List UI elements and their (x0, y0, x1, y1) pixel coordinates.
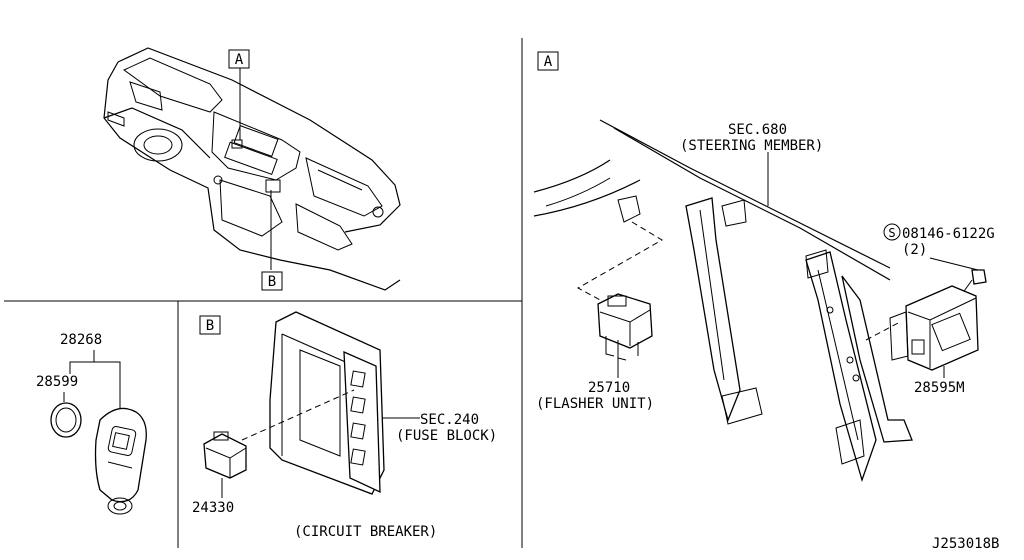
callout-box-a-panel (537, 51, 559, 71)
control-module-illustration (889, 285, 979, 371)
callout-a-dash: A (235, 52, 244, 68)
bolt-part-number: 08146-6122G (902, 226, 995, 242)
breaker-part-number: 24330 (192, 500, 234, 516)
flasher-name: (FLASHER UNIT) (536, 396, 654, 412)
bolt-illustration (961, 269, 987, 295)
steering-member-name: (STEERING MEMBER) (680, 138, 823, 154)
battery-illustration (50, 402, 82, 438)
flasher-part-number: 25710 (588, 380, 630, 396)
callout-box-b-panel (199, 315, 221, 335)
keyfob-leader (93, 350, 121, 408)
flasher-install-path (576, 221, 663, 303)
module-install-path (865, 321, 901, 341)
module-part-number: 28595M (914, 380, 965, 396)
diagram-id: J253018B (932, 536, 999, 552)
callout-b-panel: B (206, 318, 214, 334)
fuse-block-section: SEC.240 (420, 412, 479, 428)
battery-part-number: 28599 (36, 374, 78, 390)
callout-box-b-dash (261, 271, 283, 291)
circuit-breaker-illustration (203, 431, 247, 479)
callout-a-panel: A (544, 54, 553, 70)
steering-section: SEC.680 (728, 122, 787, 138)
flasher-unit-illustration (597, 293, 653, 361)
bolt-symbol-circle (883, 223, 901, 241)
instrument-panel-illustration (103, 47, 401, 291)
keyfob-part-number: 28268 (60, 332, 102, 348)
keyfob-leader-branch (69, 361, 94, 374)
fuse-block-illustration (269, 311, 385, 495)
callout-box-a-dash (228, 49, 250, 69)
circuit-breaker-name: (CIRCUIT BREAKER) (294, 524, 437, 540)
fuse-block-name: (FUSE BLOCK) (396, 428, 497, 444)
breaker-install-path (241, 389, 355, 441)
steering-member-illustration (533, 119, 913, 483)
bolt-symbol: S (888, 226, 895, 240)
bolt-quantity: (2) (902, 242, 927, 258)
keyfob-illustration (94, 407, 147, 515)
callout-b-dash: B (268, 274, 276, 290)
bolt-leader (929, 257, 979, 271)
